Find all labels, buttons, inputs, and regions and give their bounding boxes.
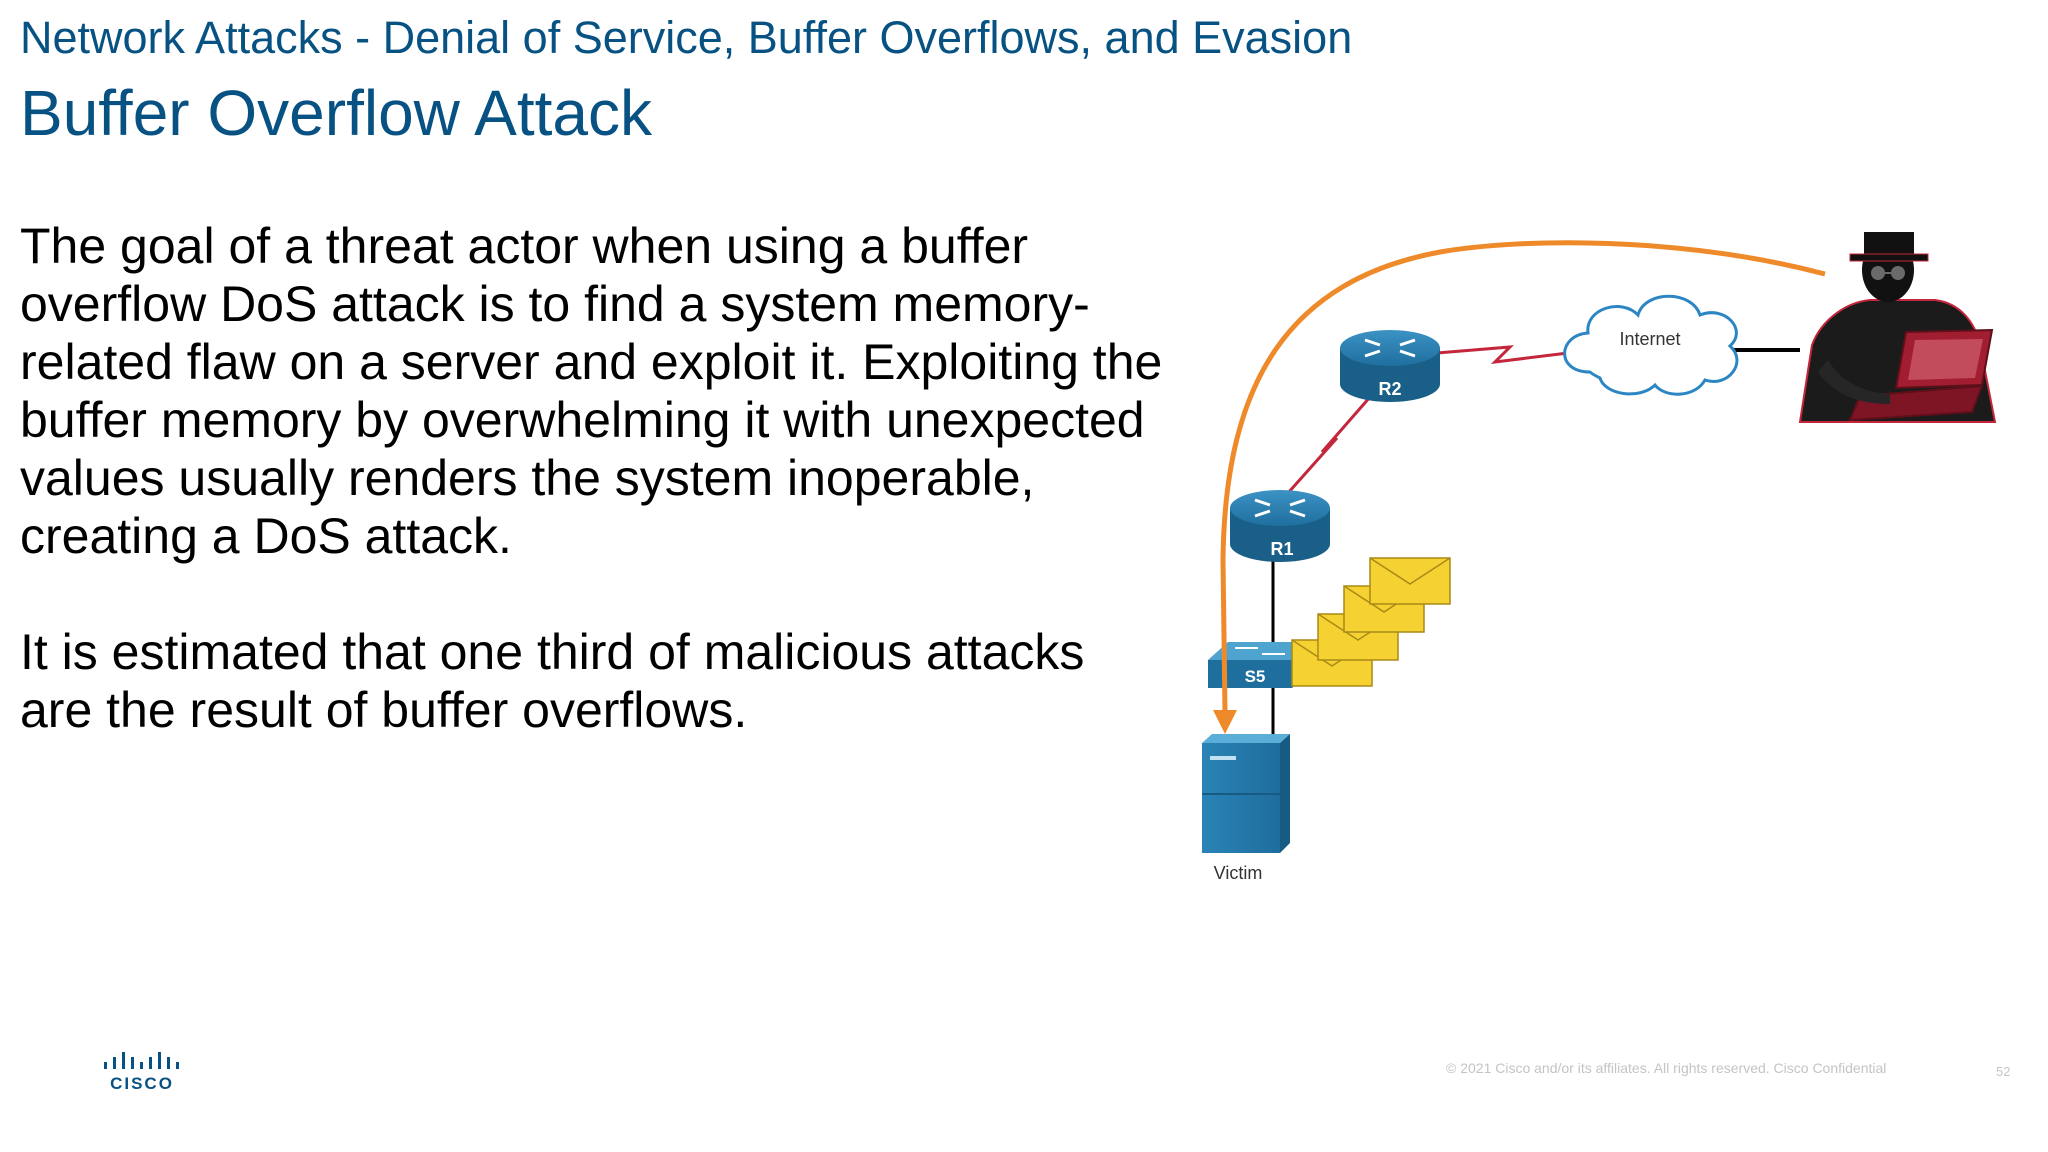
hacker-icon — [1798, 232, 1997, 423]
cisco-logo: CISCO — [104, 1052, 179, 1093]
envelope-stack — [1291, 557, 1451, 687]
internet-cloud-icon: Internet — [1563, 294, 1739, 396]
footer-copyright: © 2021 Cisco and/or its affiliates. All … — [1446, 1060, 1887, 1076]
victim-server-icon — [1202, 734, 1290, 853]
victim-label: Victim — [1214, 863, 1263, 883]
router-r2-icon: R2 — [1340, 330, 1440, 402]
serial-link-r2-internet — [1436, 345, 1569, 365]
attack-path-arrow — [1213, 240, 1826, 734]
internet-label: Internet — [1619, 329, 1680, 349]
envelope-icon — [1369, 557, 1451, 605]
body-paragraph-2: It is estimated that one third of malici… — [20, 624, 1085, 738]
slide-subtitle: Network Attacks - Denial of Service, Buf… — [20, 12, 1353, 63]
cisco-logo-text: CISCO — [110, 1074, 174, 1093]
router-r2-label: R2 — [1378, 379, 1401, 399]
slide-body: The goal of a threat actor when using a … — [20, 217, 1170, 739]
slide-title: Buffer Overflow Attack — [20, 77, 652, 149]
page-number: 52 — [1996, 1064, 2011, 1079]
serial-link-r1-r2 — [1286, 396, 1372, 494]
switch-s5-label: S5 — [1245, 667, 1266, 686]
body-paragraph-1: The goal of a threat actor when using a … — [20, 218, 1163, 564]
router-r1-label: R1 — [1270, 539, 1293, 559]
router-r1-icon: R1 — [1230, 490, 1330, 562]
